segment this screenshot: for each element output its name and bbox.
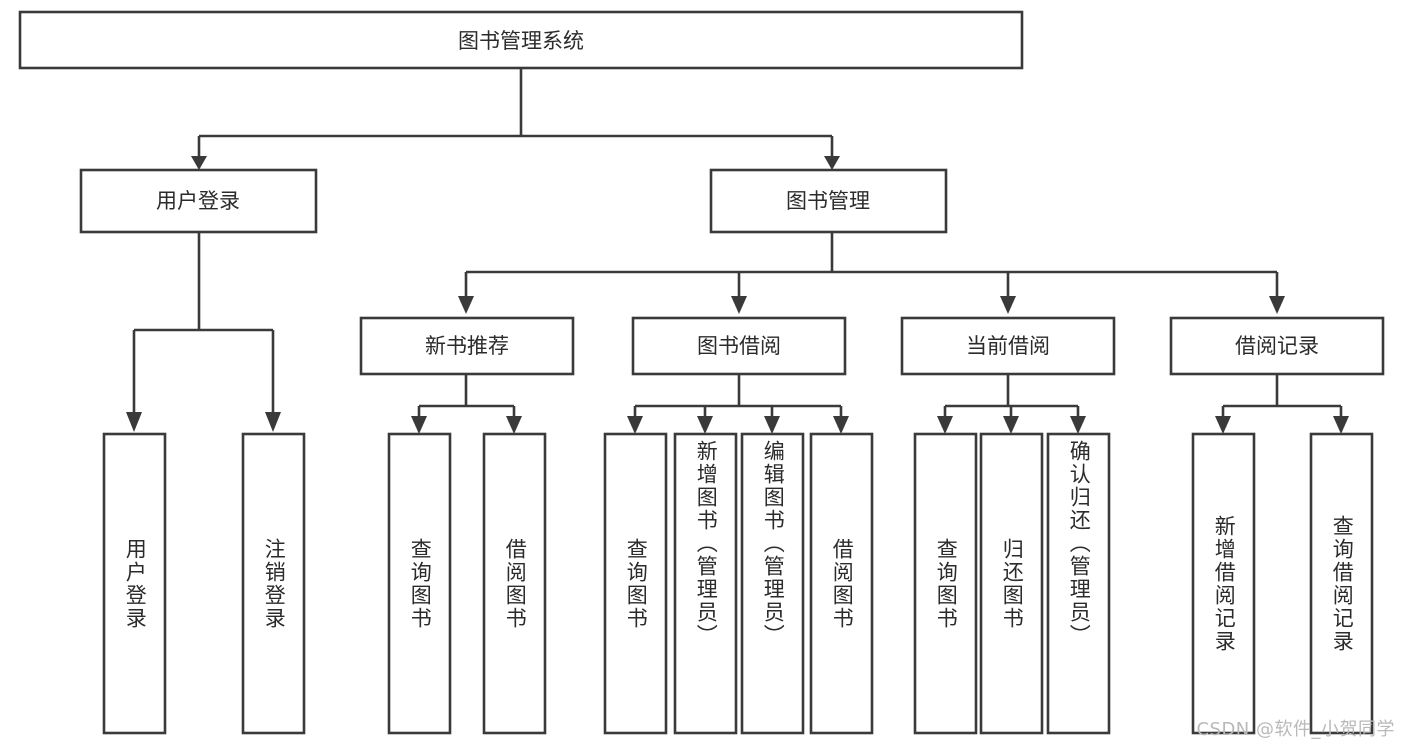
node-book-borrow[interactable]: 图书借阅 [631, 316, 847, 376]
node-leaf-query-book-2[interactable] [603, 432, 668, 735]
node-borrow-record[interactable]: 借阅记录 [1169, 316, 1385, 376]
arrowhead-borrow-record [1269, 296, 1285, 314]
connector-root-bus [197, 68, 834, 158]
node-root-label: 图书管理系统 [458, 29, 584, 53]
arrowhead-leaf-borrow-book-2 [833, 416, 849, 434]
node-current-borrow[interactable]: 当前借阅 [900, 316, 1116, 376]
node-leaf-query-book-3[interactable] [913, 432, 978, 735]
connector-layer [126, 68, 1349, 434]
node-leaf-user-login[interactable] [102, 432, 167, 735]
arrowhead-book-manage [824, 156, 840, 170]
arrowhead-user-login [191, 156, 207, 170]
node-layer: 图书管理系统 用户登录 图书管理 新书推荐 图书借阅 [18, 10, 1385, 735]
node-book-borrow-label: 图书借阅 [697, 334, 781, 358]
arrowhead-leaf-return-book [1003, 416, 1019, 434]
node-leaf-return-book[interactable] [979, 432, 1044, 735]
arrowhead-leaf-user-login [126, 412, 142, 432]
node-leaf-add-record[interactable] [1191, 432, 1256, 735]
node-leaf-add-book[interactable] [673, 432, 738, 735]
node-leaf-borrow-book-2[interactable] [809, 432, 874, 735]
arrowhead-leaf-add-record [1215, 416, 1231, 434]
node-book-manage-label: 图书管理 [786, 189, 870, 213]
connector-user-login-bus [132, 232, 275, 414]
node-leaf-confirm-return[interactable] [1046, 432, 1111, 735]
arrowhead-leaf-query-book-2 [627, 416, 643, 434]
arrowhead-leaf-edit-book [764, 416, 780, 434]
node-leaf-edit-book[interactable] [740, 432, 805, 735]
arrowhead-book-borrow [731, 296, 747, 314]
arrowhead-leaf-borrow-book-1 [506, 416, 522, 434]
node-user-login-label: 用户登录 [156, 189, 240, 213]
arrowhead-new-book-recommend [458, 296, 474, 314]
arrowhead-leaf-query-record [1333, 416, 1349, 434]
node-leaf-query-record[interactable] [1309, 432, 1374, 735]
node-book-manage[interactable]: 图书管理 [709, 168, 948, 234]
arrowhead-leaf-logout [265, 412, 281, 432]
node-user-login[interactable]: 用户登录 [79, 168, 318, 234]
arrowhead-leaf-query-book-3 [937, 416, 953, 434]
node-new-book-recommend[interactable]: 新书推荐 [359, 316, 575, 376]
connector-book-borrow-bus [633, 374, 843, 418]
node-current-borrow-label: 当前借阅 [966, 334, 1050, 358]
csdn-watermark: CSDN @软件_小贺同学 [1196, 719, 1395, 740]
node-new-book-recommend-label: 新书推荐 [425, 334, 509, 358]
arrowhead-current-borrow [1000, 296, 1016, 314]
connector-current-borrow-bus [943, 374, 1080, 418]
node-leaf-borrow-book-1[interactable] [482, 432, 547, 735]
node-leaf-query-book-1[interactable] [387, 432, 452, 735]
node-leaf-logout[interactable] [241, 432, 306, 735]
node-root[interactable]: 图书管理系统 [18, 10, 1024, 70]
arrowhead-leaf-query-book-1 [411, 416, 427, 434]
node-borrow-record-label: 借阅记录 [1235, 334, 1319, 358]
arrowhead-leaf-confirm-return [1070, 416, 1086, 434]
connector-borrow-record-bus [1221, 374, 1343, 418]
connector-new-book-recommend-bus [417, 374, 516, 418]
arrowhead-leaf-add-book [697, 416, 713, 434]
connector-book-manage-bus [464, 232, 1279, 298]
